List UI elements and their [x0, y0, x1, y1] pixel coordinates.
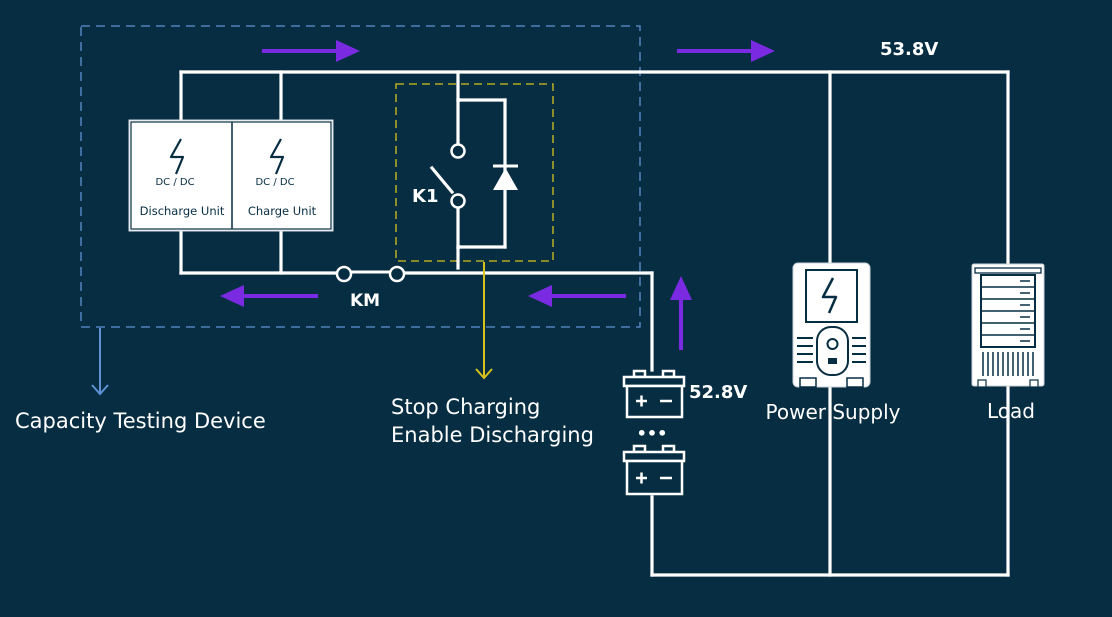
load-label: Load: [987, 399, 1035, 423]
dcdc-box: [128, 119, 334, 232]
flow-arrow-left-1: [220, 285, 318, 307]
km-contact-left: [335, 265, 353, 283]
current-flow-arrows: [220, 40, 775, 350]
k1-contact-bottom: [450, 193, 466, 209]
k1-label: K1: [412, 186, 438, 207]
annotation-line-2: Enable Discharging: [391, 423, 594, 447]
battery-icon: [622, 444, 686, 496]
load-rack-icon: [971, 263, 1045, 388]
annotation-line-1: Stop Charging: [391, 395, 540, 419]
bus-voltage: 53.8V: [880, 39, 938, 60]
wiring: [179, 70, 1010, 577]
k1-contact-top: [450, 143, 466, 159]
flow-arrow-up: [670, 276, 692, 350]
km-label: KM: [350, 291, 380, 311]
lightning-icon: [269, 138, 285, 175]
power-supply-icon: [792, 262, 871, 388]
lightning-icon: [169, 138, 185, 175]
device-callout-arrow: [91, 328, 109, 396]
diode-icon: [493, 164, 518, 190]
flow-arrow-right-2: [677, 40, 775, 62]
battery-voltage: 52.8V: [689, 382, 747, 403]
power-supply-label: Power Supply: [766, 400, 901, 424]
k1-boundary: [395, 83, 554, 262]
k1-callout-arrow: [475, 262, 493, 380]
charge-unit-label: Charge Unit: [248, 204, 317, 218]
discharge-unit-label: Discharge Unit: [140, 204, 225, 218]
charge-unit-type: DC / DC: [255, 177, 294, 188]
battery-icon: [622, 369, 686, 419]
discharge-unit-type: DC / DC: [155, 177, 194, 188]
device-boundary: [80, 25, 641, 328]
device-caption: Capacity Testing Device: [15, 409, 266, 433]
km-contact-right: [388, 265, 406, 283]
battery-ellipsis: •••: [637, 424, 668, 443]
flow-arrow-left-2: [528, 285, 626, 307]
flow-arrow-right-1: [262, 40, 360, 62]
